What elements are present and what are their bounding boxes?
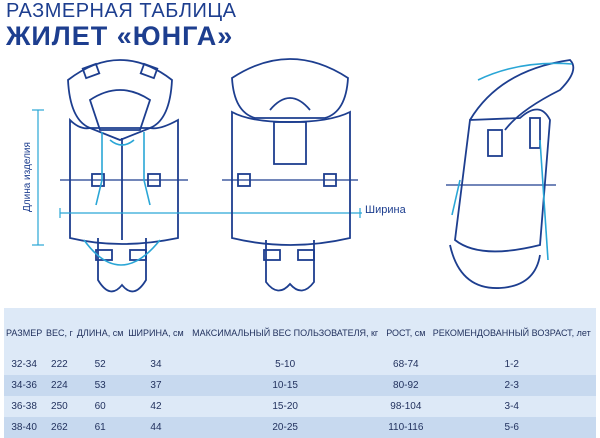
back-pocket [273,121,307,165]
title-line-2: ЖИЛЕТ «ЮНГА» [6,21,234,51]
vest-drawings [32,58,575,293]
col-header-age: РЕКОМЕНДОВАННЫЙ ВОЗРАСТ, лет [432,328,591,338]
cell: 262 [44,417,75,438]
cell: 60 [94,401,106,412]
col-header-max-weight: МАКСИМАЛЬНЫЙ ВЕС ПОЛЬЗОВАТЕЛЯ, кг [192,328,379,338]
dimension-lines [32,109,362,246]
cell: 1-2 [504,359,519,370]
front-body [69,117,179,245]
side-accent-cords [451,62,573,261]
col-header-height: РОСТ, см [386,328,426,338]
width-label: Ширина [365,204,406,216]
cell: 36-38 [11,401,37,412]
col-header-size: РАЗМЕР [6,328,43,338]
col-header-weight: ВЕС, г [46,328,73,338]
front-leg-straps [97,238,147,293]
back-body [231,110,351,246]
vest-side-view [446,59,575,289]
side-panel [529,117,541,149]
cell: 222 [51,359,68,370]
cell: 250 [51,401,68,412]
cell: 53 [74,375,126,396]
back-leg-straps [265,240,315,292]
table-row: 38-40 262 61 44 20-25 110-116 5-6 [4,417,596,438]
cell: 110-116 [384,417,428,438]
length-label: Длина изделия [22,142,33,212]
front-accent-cords [83,132,161,266]
side-leg-strap [449,244,541,289]
cell: 44 [125,417,187,438]
cell: 10-15 [186,375,385,396]
vest-back-view [222,58,358,292]
cell: 52 [94,359,106,370]
cell: 61 [74,417,126,438]
col-header-length: ДЛИНА, см [76,328,124,338]
side-pocket [487,129,503,157]
cell: 20-25 [186,417,385,438]
table-row: 32-34 222 52 34 5-10 68-74 1-2 [4,354,596,375]
title-line-1: РАЗМЕРНАЯ ТАБЛИЦА [6,0,237,22]
back-collar [231,58,349,119]
front-buckle-right [147,173,161,187]
cell: 42 [150,401,162,412]
cell: 37 [125,375,187,396]
size-table: РАЗМЕР ВЕС, г ДЛИНА, см ШИРИНА, см МАКСИ… [4,312,596,438]
cell: 32-34 [11,359,37,370]
cell: 38-40 [4,417,45,438]
back-handle [269,97,311,111]
vest-front-view [60,59,188,293]
cell: 34 [150,359,162,370]
front-buckle-left [91,173,105,187]
cell: 5-10 [275,359,296,370]
col-header-width: ШИРИНА, см [128,328,184,338]
cell: 15-20 [272,401,298,412]
cell: 80-92 [384,375,428,396]
front-hood-inner [88,89,152,131]
front-collar [67,59,173,129]
cell: 224 [44,375,75,396]
side-collar [469,59,575,131]
cell: 98-104 [390,401,422,412]
cell: 5-6 [427,417,596,438]
cell: 2-3 [427,375,596,396]
table-row: 34-36 224 53 37 10-15 80-92 2-3 [4,375,596,396]
front-patch-right [139,62,159,80]
front-patch-left [81,62,101,80]
table-row: 36-38 250 60 42 15-20 98-104 3-4 [4,396,596,417]
cell: 68-74 [393,359,419,370]
cell: 34-36 [4,375,45,396]
side-body [454,108,551,253]
front-clip-right [129,249,147,261]
cell: 3-4 [504,401,519,412]
size-table-background [4,308,596,438]
